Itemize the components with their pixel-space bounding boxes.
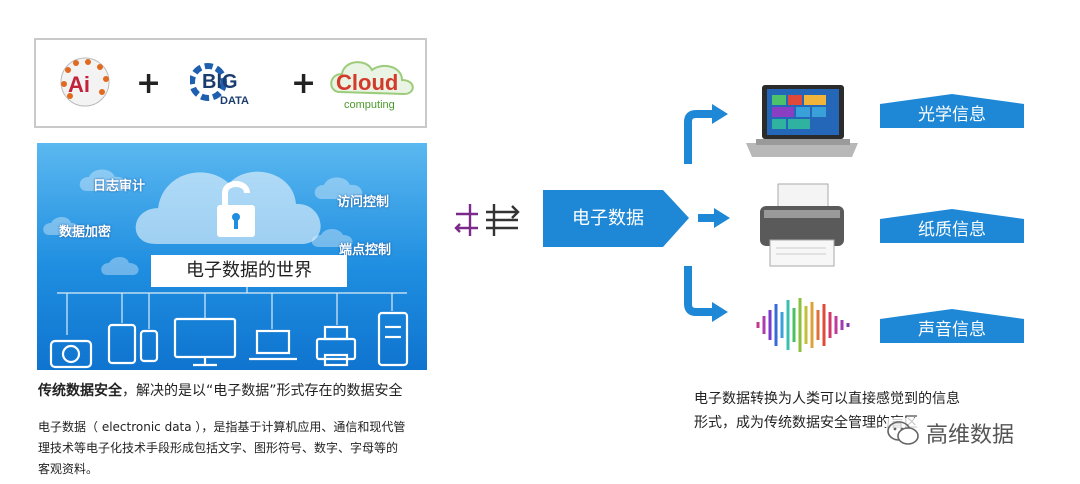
note-line-1: 电子数据转换为人类可以直接感觉到的信息 xyxy=(694,391,960,407)
monitor-icon xyxy=(173,317,237,367)
laptop-icon xyxy=(249,329,297,361)
label-access-control: 访问控制 xyxy=(337,195,390,210)
camera-icon xyxy=(49,339,93,369)
printer-icon xyxy=(315,325,357,367)
note-line-2: 形式，成为传统数据安全管理的盲区 xyxy=(694,415,918,431)
data-transfer-icon xyxy=(448,196,542,244)
svg-text:Cloud: Cloud xyxy=(336,70,398,95)
headline-rest: ，解决的是以“电子数据”形式存在的数据安全 xyxy=(122,383,403,399)
label-data-encryption: 数据加密 xyxy=(59,225,112,240)
watermark: 高维数据 xyxy=(886,418,1015,448)
label-log-audit: 日志审计 xyxy=(93,179,146,194)
padlock-icon xyxy=(217,181,255,237)
electronic-data-node: 电子数据 xyxy=(543,190,689,247)
watermark-text: 高维数据 xyxy=(926,423,1015,448)
sound-wave-image xyxy=(752,294,858,356)
svg-text:Ai: Ai xyxy=(68,72,90,97)
electronic-data-world-panel: 日志审计 数据加密 访问控制 端点控制 电子数据的世界 xyxy=(37,143,427,370)
world-title: 电子数据的世界 xyxy=(151,255,347,287)
sound-info-label: 声音信息 xyxy=(918,320,986,340)
paper-info-label: 纸质信息 xyxy=(918,220,986,240)
server-icon xyxy=(377,311,409,367)
plus-sign: + xyxy=(136,66,162,101)
definition-line-3: 客观资料。 xyxy=(38,462,99,476)
plus-sign: + xyxy=(291,66,317,101)
big-data-logo: BIG DATA xyxy=(189,54,260,112)
definition-line-1: 电子数据（ electronic data ），是指基于计算机应用、通信和现代管 xyxy=(38,420,406,434)
headline-bold: 传统数据安全 xyxy=(38,383,122,399)
svg-text:DATA: DATA xyxy=(220,95,249,107)
cloud-computing-logo: Cloud computing xyxy=(326,52,418,114)
printer-image xyxy=(756,180,848,272)
wechat-icon xyxy=(887,421,919,445)
definition-line-2: 理技术等电子化技术手段形成包括文字、图形符号、数字、字母等的 xyxy=(38,441,399,455)
tablet-icon xyxy=(107,323,137,365)
optical-info-label: 光学信息 xyxy=(918,105,986,125)
ai-brain-logo: Ai xyxy=(54,54,116,112)
tech-logos-panel: Ai + BIG DATA + Cloud computing xyxy=(34,38,427,128)
label-endpoint-control: 端点控制 xyxy=(339,243,392,258)
headline: 传统数据安全，解决的是以“电子数据”形式存在的数据安全 xyxy=(38,380,403,400)
svg-text:computing: computing xyxy=(344,99,395,111)
phone-icon xyxy=(139,329,159,363)
svg-text:BIG: BIG xyxy=(202,71,238,93)
branch-arrows xyxy=(684,104,730,322)
laptop-image xyxy=(742,83,862,165)
electronic-data-label: 电子数据 xyxy=(572,208,644,229)
